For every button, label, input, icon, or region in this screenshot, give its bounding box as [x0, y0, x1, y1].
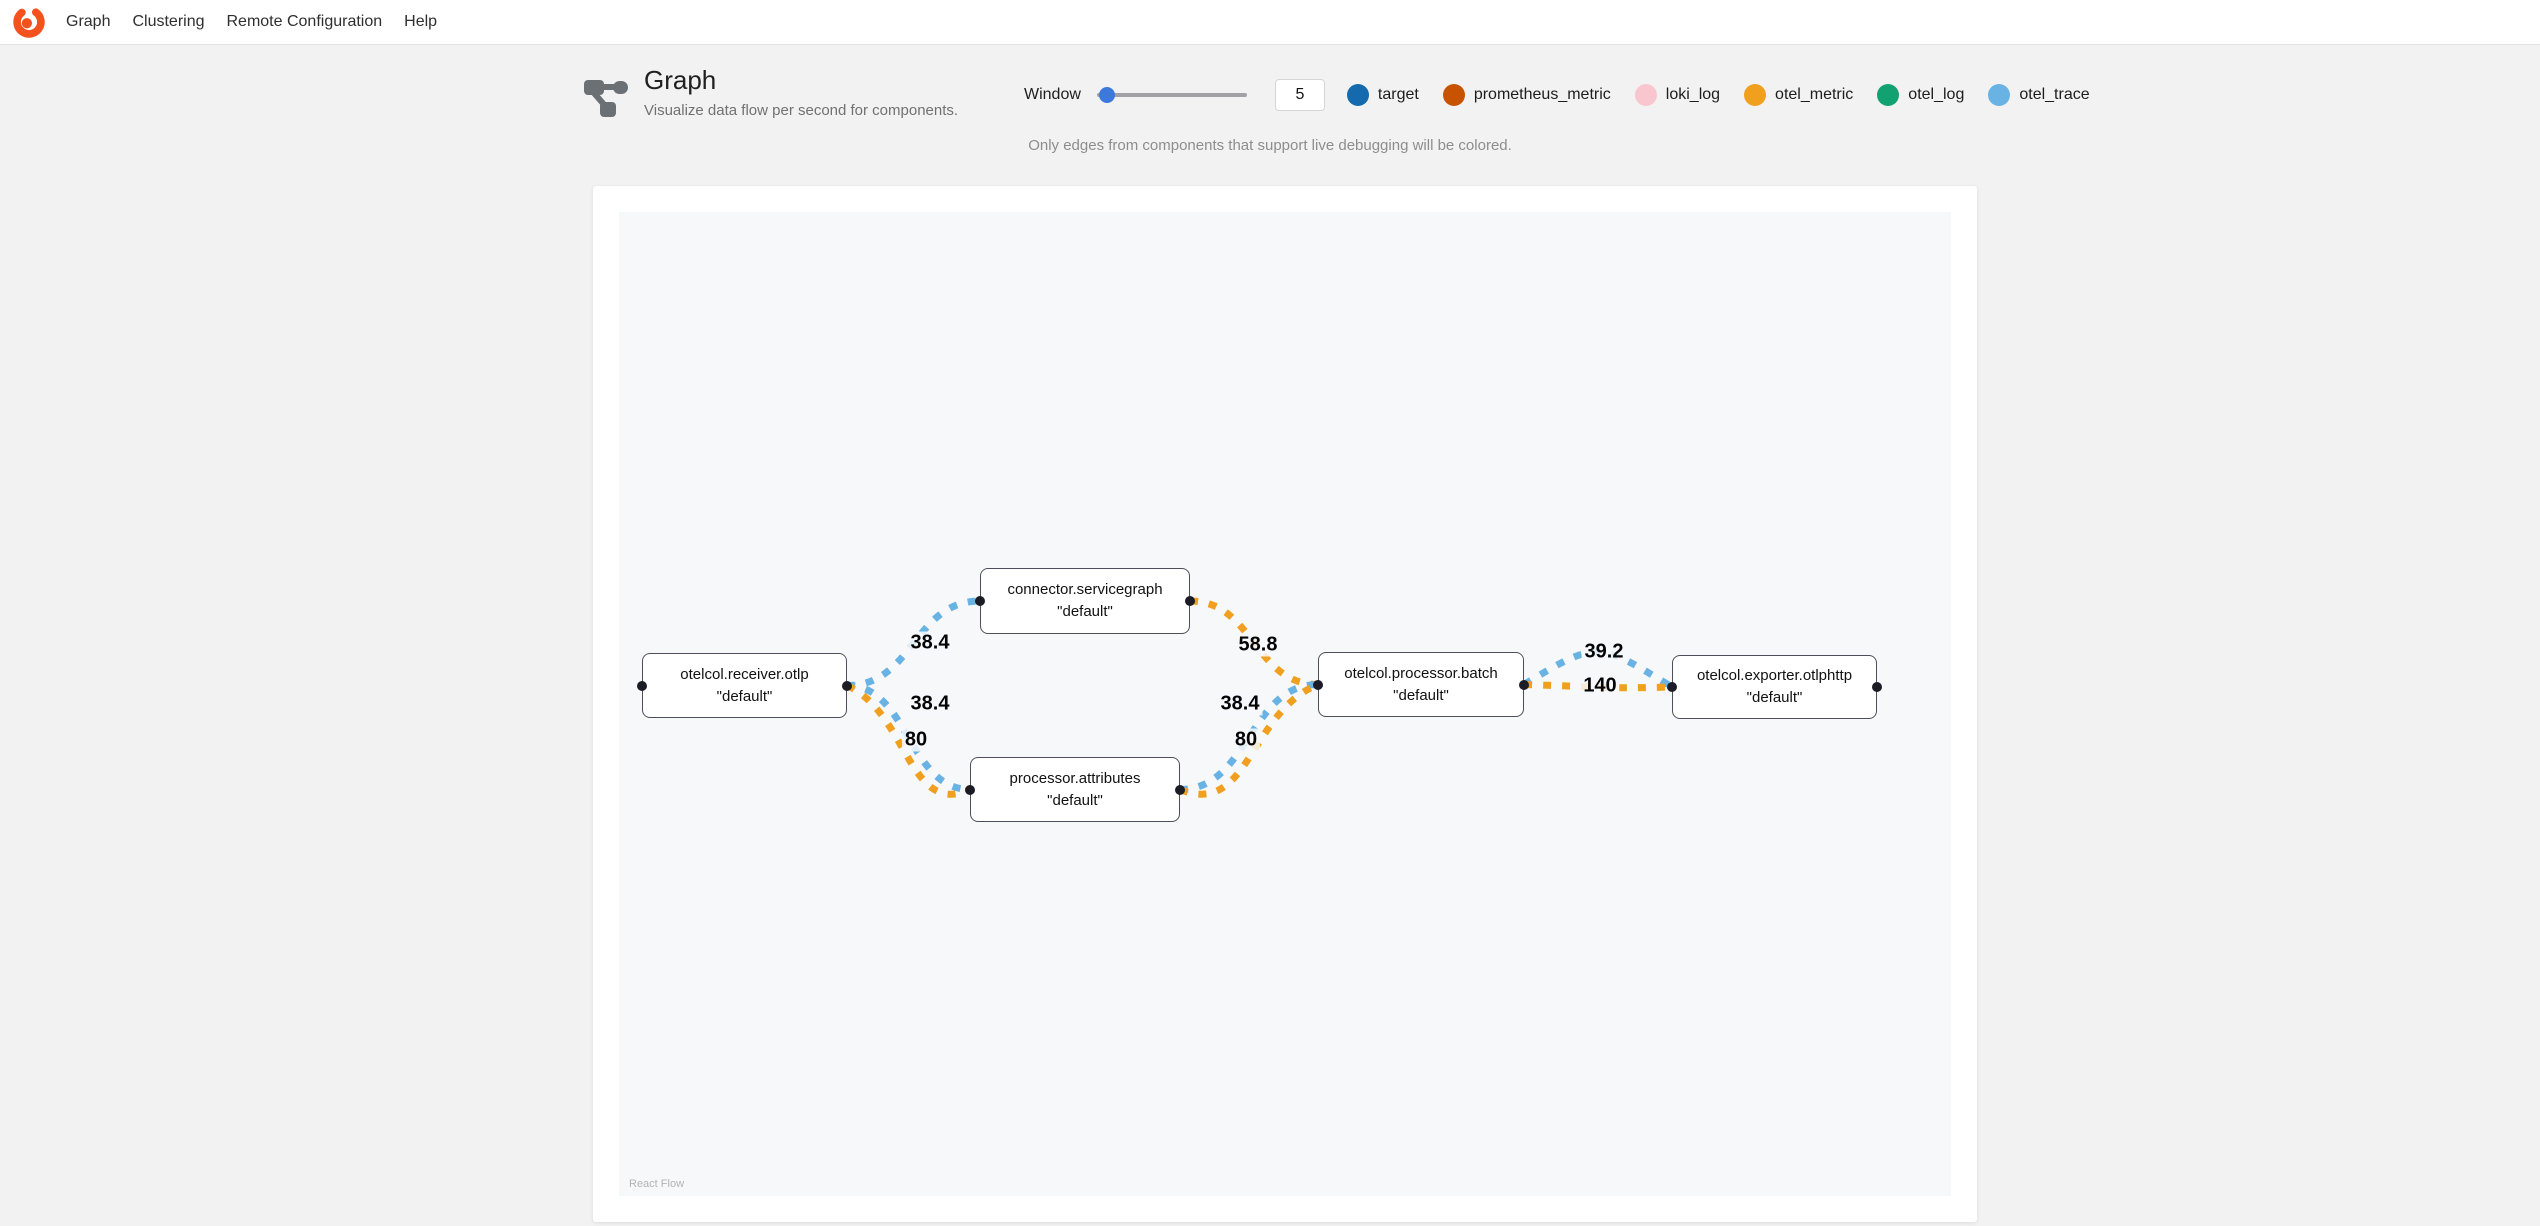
legend-label: target	[1377, 86, 1419, 103]
nav-menu: Graph Clustering Remote Configuration He…	[55, 13, 448, 31]
legend-item-prometheus_metric: prometheus_metric	[1442, 84, 1611, 106]
edge-label: 80	[901, 728, 931, 752]
window-slider[interactable]	[1096, 87, 1247, 103]
legend-item-otel_log: otel_log	[1877, 84, 1964, 106]
loki_log-color-dot-icon	[1634, 84, 1657, 106]
node-subtitle: "default"	[1746, 689, 1803, 706]
graph-edge-otel_metric	[1523, 681, 1673, 692]
graph-node-servicegraph[interactable]: connector.servicegraph "default"	[975, 568, 1195, 634]
node-handle[interactable]	[975, 596, 985, 606]
edge-label: 38.4	[907, 692, 953, 716]
edge-label: 39.2	[1581, 640, 1627, 664]
node-subtitle: "default"	[1057, 603, 1113, 620]
legend-item-loki_log: loki_log	[1634, 84, 1721, 106]
graph-canvas[interactable]: React Flow 38.4 38.4 80 58.8 38.4 80 39.2 140 ot…	[619, 212, 1951, 1196]
legend: target prometheus_metric loki_log otel_metr…	[1346, 84, 2090, 106]
graph-edge-otel_metric	[1178, 681, 1320, 798]
page-subtitle: Visualize data flow per second for compo…	[644, 101, 959, 119]
legend-label: otel_metric	[1775, 86, 1854, 103]
otel_log-color-dot-icon	[1877, 84, 1900, 106]
graph-node-attributes[interactable]: processor.attributes "default"	[965, 757, 1185, 822]
slider-track[interactable]	[1096, 93, 1247, 97]
node-subtitle: "default"	[1393, 686, 1449, 704]
node-title: otelcol.receiver.otlp	[680, 665, 809, 683]
nav-item-help[interactable]: Help	[404, 13, 438, 30]
graph-card: React Flow 38.4 38.4 80 58.8 38.4 80 39.2 140 ot…	[593, 186, 1977, 1222]
edge-label: 140	[1580, 674, 1620, 698]
node-handle[interactable]	[1872, 682, 1882, 692]
node-handle[interactable]	[1185, 596, 1195, 606]
graph-node-exporter[interactable]: otelcol.exporter.otlphttp "default"	[1667, 655, 1882, 719]
legend-label: prometheus_metric	[1473, 86, 1611, 103]
legend-label: otel_trace	[2019, 86, 2090, 103]
window-label: Window	[1024, 86, 1081, 103]
node-handle[interactable]	[1175, 784, 1185, 795]
legend-label: otel_log	[1908, 86, 1965, 103]
graph-edge-otel_trace	[1179, 681, 1319, 793]
node-subtitle: "default"	[1047, 791, 1103, 809]
node-handle[interactable]	[1313, 679, 1323, 690]
prometheus_metric-color-dot-icon	[1442, 84, 1465, 106]
live-debugging-caption: Only edges from components that support …	[1028, 137, 1512, 154]
node-handle[interactable]	[1519, 679, 1529, 690]
edge-label: 38.4	[1217, 692, 1263, 716]
target-color-dot-icon	[1346, 84, 1369, 106]
edge-label: 58.8	[1235, 633, 1281, 657]
node-title: otelcol.processor.batch	[1344, 664, 1498, 682]
node-subtitle: "default"	[716, 687, 773, 705]
node-handle[interactable]	[637, 680, 647, 691]
page-title: Graph	[644, 65, 717, 95]
slider-thumb[interactable]	[1099, 87, 1116, 103]
legend-item-otel_trace: otel_trace	[1988, 84, 2090, 106]
node-handle[interactable]	[842, 680, 852, 691]
legend-label: loki_log	[1665, 86, 1721, 103]
window-input[interactable]	[1274, 79, 1325, 111]
graph-edge-otel_trace	[846, 682, 971, 793]
top-nav-bar: Graph Clustering Remote Configuration He…	[0, 0, 2540, 45]
react-flow-attribution[interactable]: React Flow	[629, 1178, 685, 1190]
graph-edge-otel_metric	[845, 682, 972, 798]
node-title: connector.servicegraph	[1007, 581, 1163, 599]
graph-controls: Window target prometheus_metric loki_log ot…	[1024, 78, 2090, 112]
otel_trace-color-dot-icon	[1988, 84, 2011, 106]
legend-item-otel_metric: otel_metric	[1744, 84, 1853, 106]
node-handle[interactable]	[1667, 682, 1677, 692]
nav-item-graph[interactable]: Graph	[66, 13, 111, 30]
edge-label: 80	[1231, 728, 1261, 752]
otel_metric-color-dot-icon	[1744, 84, 1767, 106]
graph-node-batch[interactable]: otelcol.processor.batch "default"	[1313, 652, 1529, 717]
nav-item-remote-configuration[interactable]: Remote Configuration	[226, 13, 383, 30]
page-header: Graph Visualize data flow per second for…	[582, 65, 959, 119]
node-title: otelcol.exporter.otlphttp	[1696, 667, 1853, 685]
legend-item-target: target	[1346, 84, 1419, 106]
alloy-logo-icon[interactable]	[12, 5, 46, 39]
node-title: processor.attributes	[1009, 769, 1141, 787]
edge-label: 38.4	[907, 631, 953, 655]
nav-item-clustering[interactable]: Clustering	[132, 13, 205, 30]
graph-topology-icon	[584, 80, 628, 117]
graph-node-receiver[interactable]: otelcol.receiver.otlp "default"	[637, 653, 852, 718]
node-handle[interactable]	[965, 784, 975, 795]
